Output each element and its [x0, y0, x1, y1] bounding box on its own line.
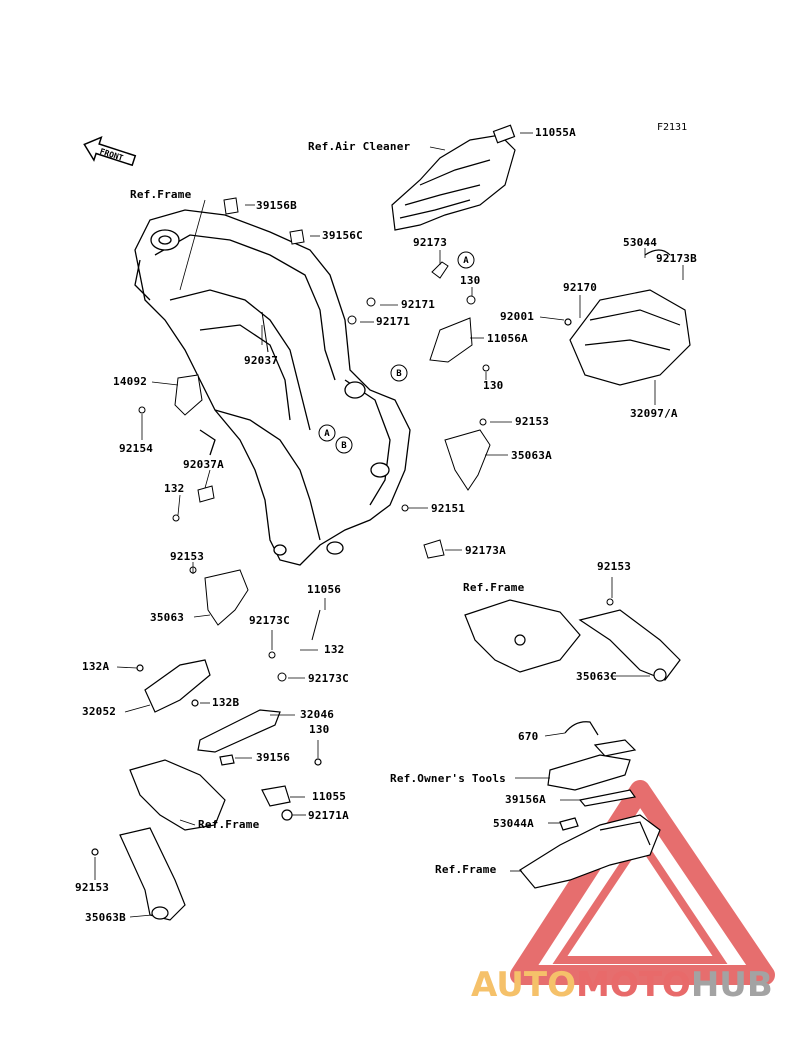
label-130-b: 130	[483, 379, 504, 392]
label-132-m: 132	[324, 643, 345, 656]
label-92173: 92173	[413, 236, 448, 249]
label-32046: 32046	[300, 708, 335, 721]
label-11055: 11055	[312, 790, 347, 803]
label-132b: 132B	[212, 696, 240, 709]
label-11055a: 11055A	[535, 126, 576, 139]
label-ref-frame-low: Ref.Frame	[198, 818, 260, 831]
label-ref-frame-rear: Ref.Frame	[435, 863, 497, 876]
label-92153-rr: 92153	[597, 560, 632, 573]
label-14092: 14092	[113, 375, 148, 388]
label-92171-b: 92171	[376, 315, 411, 328]
small-parts	[138, 197, 614, 682]
watermark-part-2: MOTO	[575, 965, 691, 1005]
label-53044a: 53044A	[493, 817, 534, 830]
watermark-part-1: AUTO	[471, 965, 576, 1005]
label-39156b: 39156B	[256, 199, 297, 212]
label-39156c: 39156C	[322, 229, 363, 242]
air-cleaner-shape	[391, 124, 516, 231]
label-35063b: 35063B	[85, 911, 126, 924]
callout-a-frame: A	[324, 429, 330, 439]
label-130-m: 130	[309, 723, 330, 736]
callout-b-frame: B	[341, 441, 347, 451]
label-ref-owners-tools: Ref.Owner's Tools	[390, 772, 506, 785]
label-11056a: 11056A	[487, 332, 528, 345]
label-92173c-b: 92173C	[308, 672, 349, 685]
frame-body-shape	[134, 209, 411, 566]
label-35063c: 35063C	[576, 670, 617, 683]
label-130-top: 130	[460, 274, 481, 287]
callout-b-top: B	[396, 369, 402, 379]
front-arrow-icon: FRONT	[83, 136, 137, 167]
label-92154: 92154	[119, 442, 154, 455]
label-92173a: 92173A	[465, 544, 506, 557]
label-670: 670	[518, 730, 539, 743]
label-32097a: 32097/A	[630, 407, 678, 420]
figure-id: F2131	[657, 122, 688, 133]
label-ref-air-cleaner: Ref.Air Cleaner	[308, 140, 411, 153]
label-39156a: 39156A	[505, 793, 546, 806]
label-32052: 32052	[82, 705, 117, 718]
label-92170: 92170	[563, 281, 598, 294]
label-53044: 53044	[623, 236, 658, 249]
label-11056: 11056	[307, 583, 342, 596]
label-35063: 35063	[150, 611, 185, 624]
toolkit-shapes	[519, 721, 661, 889]
lower-bracket-shapes	[91, 659, 322, 921]
leader-lines	[94, 132, 684, 918]
label-92171a: 92171A	[308, 809, 349, 822]
callout-circles	[318, 251, 475, 454]
label-92037a: 92037A	[183, 458, 224, 471]
label-92153-bl: 92153	[75, 881, 110, 894]
label-92171-a: 92171	[401, 298, 436, 311]
rear-bracket-shape	[464, 599, 681, 682]
label-132a: 132A	[82, 660, 110, 673]
svg-text:FRONT: FRONT	[99, 147, 125, 163]
label-35063a: 35063A	[511, 449, 552, 462]
battery-box-shape	[564, 249, 691, 386]
label-92037: 92037	[244, 354, 279, 367]
watermark-logo	[510, 780, 775, 985]
label-92173c-a: 92173C	[249, 614, 290, 627]
label-92173b: 92173B	[656, 252, 697, 265]
label-92153-r: 92153	[515, 415, 550, 428]
label-132-l: 132	[164, 482, 185, 495]
label-39156: 39156	[256, 751, 291, 764]
label-ref-frame-top: Ref.Frame	[130, 188, 192, 201]
label-92001: 92001	[500, 310, 535, 323]
label-92153-l: 92153	[170, 550, 205, 563]
watermark-part-3: HUB	[690, 965, 773, 1005]
callout-a-top: A	[463, 256, 469, 266]
label-92151: 92151	[431, 502, 466, 515]
watermark-text: AUTOMOTOHUB	[471, 965, 773, 1005]
label-ref-frame-mid: Ref.Frame	[463, 581, 525, 594]
